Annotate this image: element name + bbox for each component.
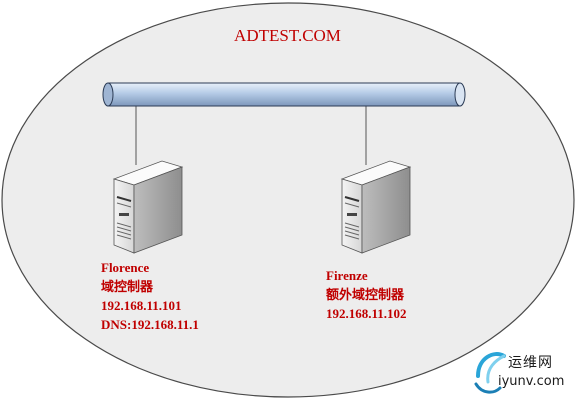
domain-title: ADTEST.COM — [234, 26, 341, 45]
watermark-cn: 运维网 — [508, 355, 553, 371]
server-label-firenze: Firenze 额外域控制器 192.168.11.102 — [326, 266, 407, 323]
server-dns: DNS:192.168.11.1 — [101, 317, 199, 332]
server-ip: 192.168.11.102 — [326, 306, 407, 321]
watermark-en: iyunv.com — [498, 374, 565, 389]
server-ip: 192.168.11.101 — [101, 298, 182, 313]
server-role: 域控制器 — [101, 279, 154, 294]
server-name: Florence — [101, 260, 150, 275]
watermark-logo-icon — [474, 352, 506, 394]
server-name: Firenze — [326, 268, 368, 283]
server-label-florence: Florence 域控制器 192.168.11.101 DNS:192.168… — [101, 258, 199, 334]
server-icon — [112, 160, 184, 254]
server-role: 额外域控制器 — [326, 287, 405, 302]
server-icon — [340, 160, 412, 254]
network-bus — [102, 82, 466, 107]
watermark: 运维网 iyunv.com — [474, 346, 574, 398]
